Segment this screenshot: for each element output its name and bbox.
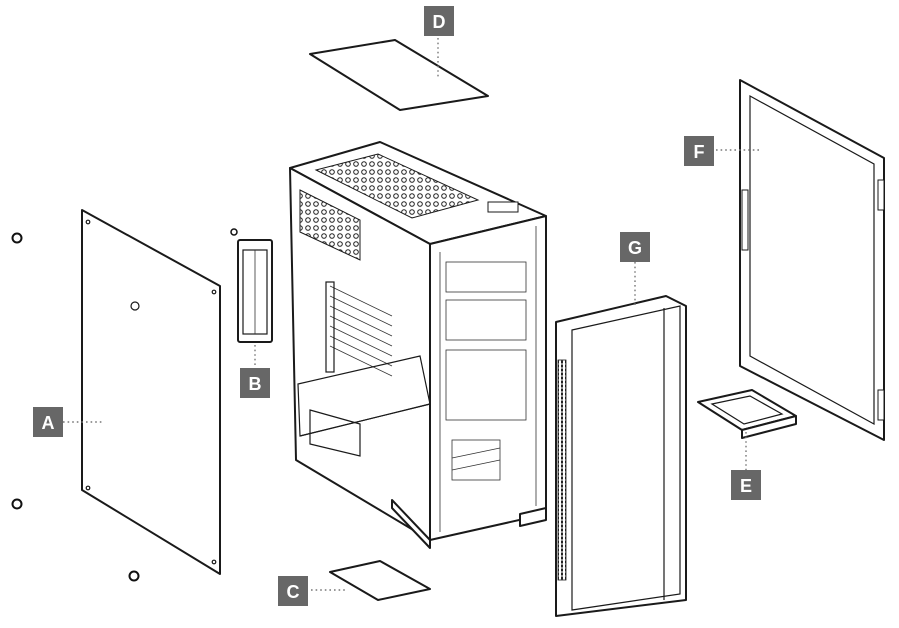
callout-f-label: F [694,142,705,162]
callout-e: E [731,470,761,500]
callout-b: B [240,368,270,398]
callout-g: G [620,232,650,262]
top-dust-filter-part-d [309,39,489,111]
front-panel-part-g [555,295,687,617]
left-side-panel-part-a [81,209,221,575]
callout-b-label: B [249,374,262,394]
callout-a-label: A [42,413,55,433]
right-side-panel-part-f [739,79,885,441]
callout-g-label: G [628,238,642,258]
callout-d-label: D [433,12,446,32]
callout-e-label: E [740,476,752,496]
chassis-main [289,141,547,549]
thumbscrew-bottom-left [11,498,23,510]
callout-a: A [33,407,63,437]
callout-c: C [278,576,308,606]
drive-tray-part-e [697,389,797,439]
bracket-part-b [230,228,273,343]
callout-d: D [424,6,454,36]
leader-lines [63,38,762,591]
callout-f: F [684,136,714,166]
thumbscrew-bottom-panel [128,570,140,582]
callout-c-label: C [287,582,300,602]
thumbscrew-top-left [11,232,23,244]
bottom-dust-filter-part-c [329,560,431,601]
